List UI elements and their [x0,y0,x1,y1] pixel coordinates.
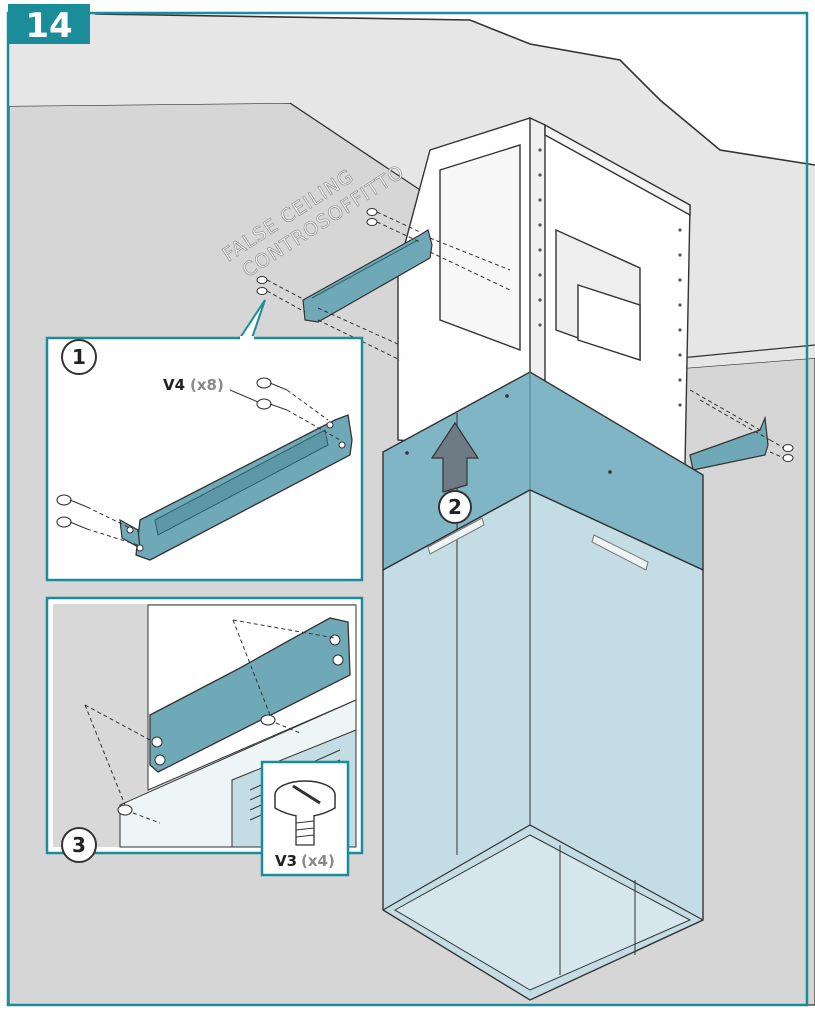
upper-screw-guides [266,211,511,361]
v3-screw-inset: V3 (x4) [260,760,350,877]
detail-panel-1: V4 (x8) [45,299,364,582]
callout-1: 1 [61,339,97,375]
chimney-lower [382,489,704,1001]
v3-screw-code: V3 [275,852,297,870]
v4-screw-qty: (x8) [190,376,224,394]
callout-3: 3 [61,827,97,863]
callout-1-number: 1 [72,345,86,369]
callout-2-number: 2 [448,495,462,519]
v3-screw-qty: (x4) [301,852,335,870]
chimney-holes [405,394,612,474]
callout-2: 2 [438,490,472,524]
v4-screw-code: V4 [163,376,185,394]
chimney-tape [427,517,649,571]
callout-3-number: 3 [72,833,86,857]
step-badge [8,4,90,44]
side-screw-guides [689,389,785,459]
ceiling-edge [94,13,815,166]
step-number: 14 [25,6,72,46]
side-screws [782,444,794,462]
outer-frame [6,11,809,1007]
frame-holes [538,148,682,407]
push-up-arrow [430,421,480,493]
ceiling-bracket [302,229,433,323]
